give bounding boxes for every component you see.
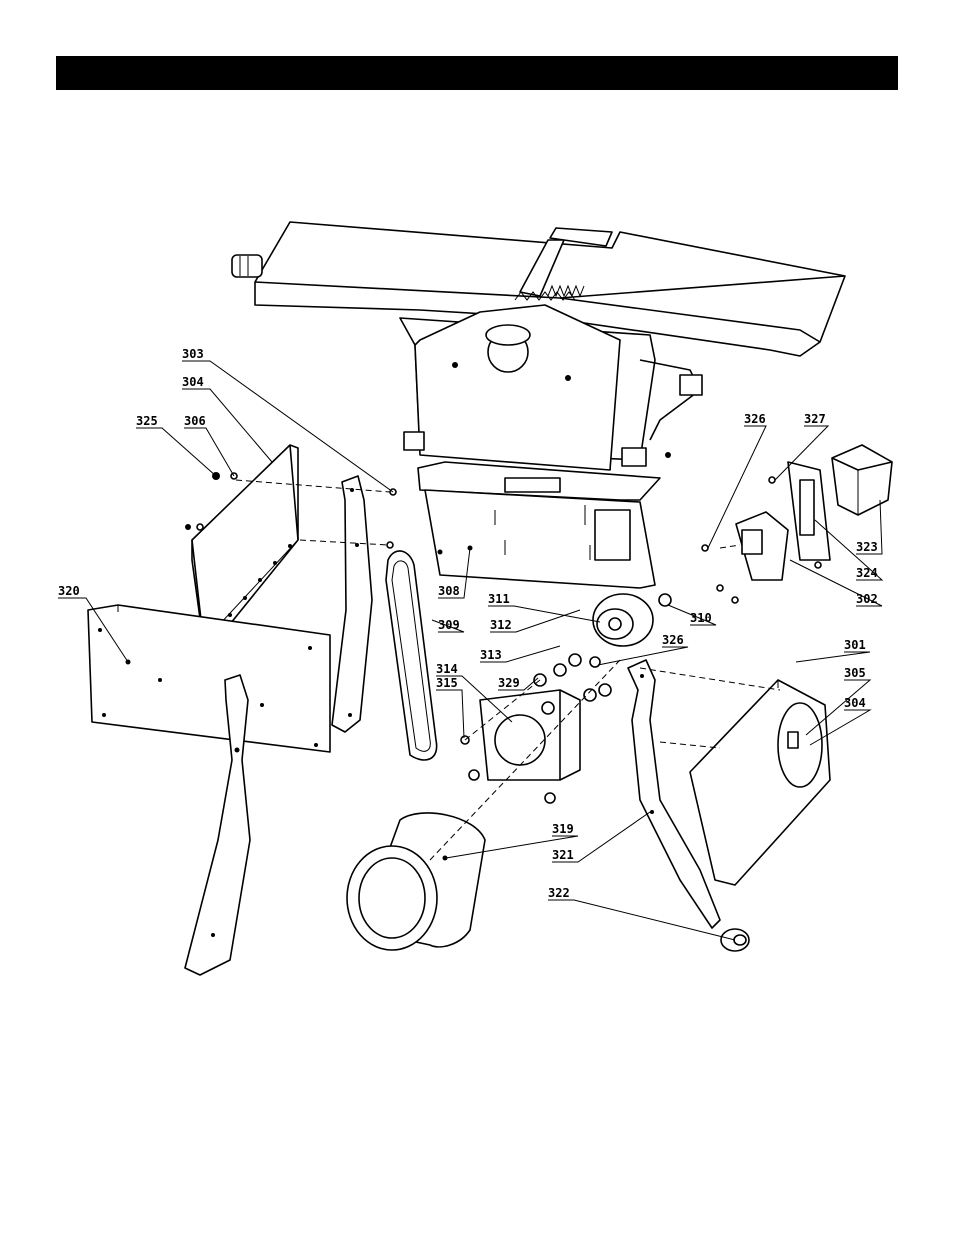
callout-327: 327	[804, 412, 826, 426]
callout-304-right: 304	[844, 696, 866, 710]
callout-329: 329	[498, 676, 520, 690]
callout-321: 321	[552, 848, 574, 862]
callout-313: 313	[480, 648, 502, 662]
callout-311: 311	[488, 592, 510, 606]
callout-326-top: 326	[744, 412, 766, 426]
callout-302: 302	[856, 592, 878, 606]
callout-326-mid: 326	[662, 633, 684, 647]
callout-315: 315	[436, 676, 458, 690]
callout-323: 323	[856, 540, 878, 554]
callout-320: 320	[58, 584, 80, 598]
motor	[347, 813, 485, 950]
callout-310: 310	[690, 611, 712, 625]
callout-314: 314	[436, 662, 458, 676]
callout-322: 322	[548, 886, 570, 900]
drive-belt	[386, 551, 437, 760]
back-panel	[88, 605, 330, 752]
callout-304-left: 304	[182, 375, 204, 389]
callout-324: 324	[856, 566, 878, 580]
lower-housing	[418, 462, 660, 588]
callout-305: 305	[844, 666, 866, 680]
left-rear-leg	[332, 476, 372, 732]
motor-mount	[461, 654, 611, 803]
right-side-panel	[690, 680, 830, 885]
pulley	[593, 594, 671, 646]
callout-303: 303	[182, 347, 204, 361]
callout-325: 325	[136, 414, 158, 428]
callout-306: 306	[184, 414, 206, 428]
callout-312: 312	[490, 618, 512, 632]
callout-309: 309	[438, 618, 460, 632]
callout-301: 301	[844, 638, 866, 652]
callout-308: 308	[438, 584, 460, 598]
callout-319: 319	[552, 822, 574, 836]
